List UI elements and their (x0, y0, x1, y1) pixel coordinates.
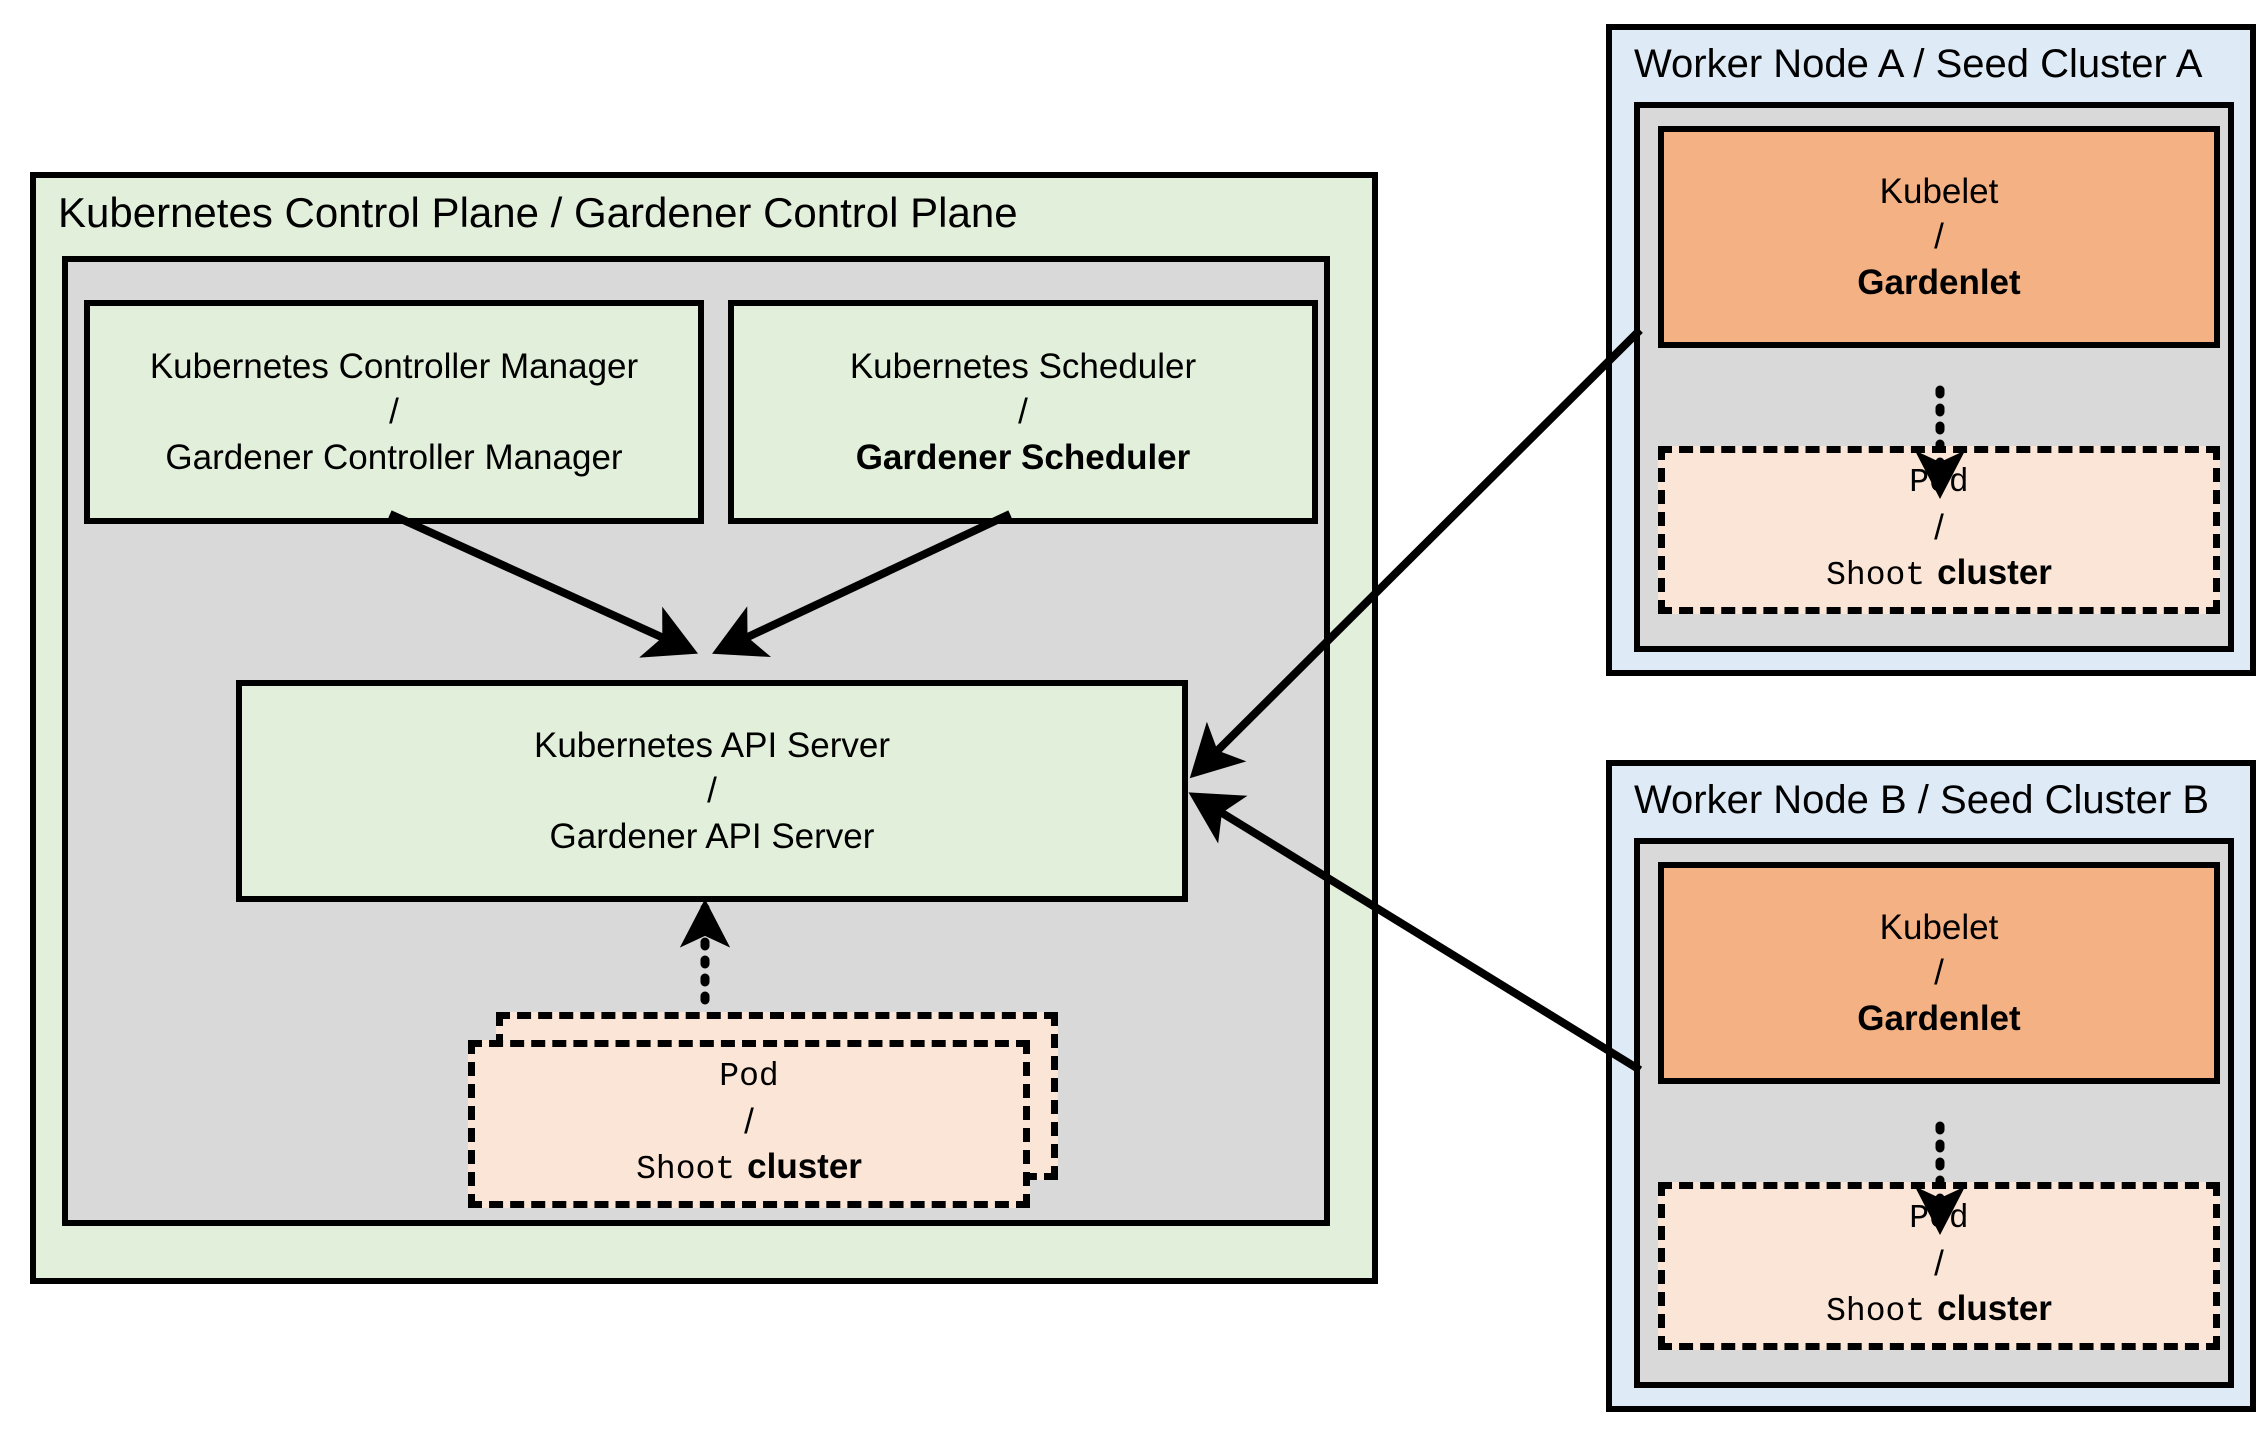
gardenlet-a-line-2: Gardenlet (1857, 262, 2021, 302)
gardenlet-b-stack: Kubelet / Gardenlet (1664, 905, 2214, 1042)
control-plane-pod-line-2: Shoot cluster (636, 1144, 862, 1192)
control-plane-title: Kubernetes Control Plane / Gardener Cont… (58, 189, 1018, 236)
scheduler-line-1: Kubernetes Scheduler (849, 346, 1197, 386)
seed-a-pod-shoot-word: Shoot (1826, 557, 1926, 595)
scheduler-line-2: Gardener Scheduler (855, 437, 1191, 477)
api-server-stack: Kubernetes API Server / Gardener API Ser… (242, 723, 1182, 860)
control-plane-group: Kubernetes Control Plane / Gardener Cont… (30, 172, 1378, 1284)
controller-manager-line-2: Gardener Controller Manager (165, 437, 623, 477)
seed-a-pod-line-2: Shoot cluster (1826, 550, 2052, 598)
seed-b-pod-cluster-word: cluster (1937, 1289, 2052, 1329)
seed-a-pod-line-1: Pod (1909, 463, 1969, 501)
controller-manager-line-1: Kubernetes Controller Manager (149, 346, 639, 386)
control-plane-pod-separator: / (744, 1101, 754, 1141)
kubernetes-scheduler-box[interactable]: Kubernetes Scheduler / Gardener Schedule… (728, 300, 1318, 524)
gardenlet-b-box[interactable]: Kubelet / Gardenlet (1658, 862, 2220, 1084)
seed-b-pod-shoot-word: Shoot (1826, 1293, 1926, 1331)
seed-cluster-a-group: Worker Node A / Seed Cluster A Kubelet /… (1606, 24, 2256, 676)
scheduler-separator: / (1018, 392, 1028, 432)
control-plane-inner-region: Kubernetes Controller Manager / Gardener… (62, 256, 1330, 1226)
control-plane-pod-line-1: Pod (719, 1057, 779, 1095)
kubernetes-api-server-box[interactable]: Kubernetes API Server / Gardener API Ser… (236, 680, 1188, 902)
seed-b-pod-line-2: Shoot cluster (1826, 1286, 2052, 1334)
seed-cluster-b-inner-region: Kubelet / Gardenlet Pod / Shoot cluster (1634, 838, 2234, 1388)
seed-a-pod-stack: Pod / Shoot cluster (1665, 462, 2213, 598)
gardenlet-b-line-2: Gardenlet (1857, 998, 2021, 1038)
control-plane-pod-shoot-word: Shoot (636, 1151, 736, 1189)
kubernetes-controller-manager-box[interactable]: Kubernetes Controller Manager / Gardener… (84, 300, 704, 524)
gardenlet-a-stack: Kubelet / Gardenlet (1664, 169, 2214, 306)
api-server-line-1: Kubernetes API Server (533, 725, 891, 765)
api-server-separator: / (707, 771, 717, 811)
shoot-pod-box-front[interactable]: Pod / Shoot cluster (468, 1040, 1030, 1208)
controller-manager-stack: Kubernetes Controller Manager / Gardener… (90, 344, 698, 481)
seed-b-pod-separator: / (1934, 1243, 1944, 1283)
gardenlet-a-separator: / (1934, 217, 1944, 257)
seed-cluster-a-title: Worker Node A / Seed Cluster A (1634, 42, 2203, 86)
controller-manager-separator: / (389, 392, 399, 432)
seed-b-pod-box[interactable]: Pod / Shoot cluster (1658, 1182, 2220, 1350)
seed-a-pod-separator: / (1934, 507, 1944, 547)
gardenlet-a-box[interactable]: Kubelet / Gardenlet (1658, 126, 2220, 348)
seed-cluster-a-inner-region: Kubelet / Gardenlet Pod / Shoot cluster (1634, 102, 2234, 652)
api-server-line-2: Gardener API Server (549, 816, 875, 856)
gardenlet-b-separator: / (1934, 953, 1944, 993)
gardenlet-b-line-1: Kubelet (1879, 907, 1999, 947)
seed-a-pod-box[interactable]: Pod / Shoot cluster (1658, 446, 2220, 614)
scheduler-stack: Kubernetes Scheduler / Gardener Schedule… (734, 344, 1312, 481)
control-plane-pod-stack: Pod / Shoot cluster (475, 1056, 1023, 1192)
seed-a-pod-cluster-word: cluster (1937, 553, 2052, 593)
gardenlet-a-line-1: Kubelet (1879, 171, 1999, 211)
control-plane-pod-cluster-word: cluster (747, 1147, 862, 1187)
seed-cluster-b-title: Worker Node B / Seed Cluster B (1634, 778, 2210, 822)
seed-cluster-b-group: Worker Node B / Seed Cluster B Kubelet /… (1606, 760, 2256, 1412)
seed-b-pod-stack: Pod / Shoot cluster (1665, 1198, 2213, 1334)
seed-b-pod-line-1: Pod (1909, 1199, 1969, 1237)
